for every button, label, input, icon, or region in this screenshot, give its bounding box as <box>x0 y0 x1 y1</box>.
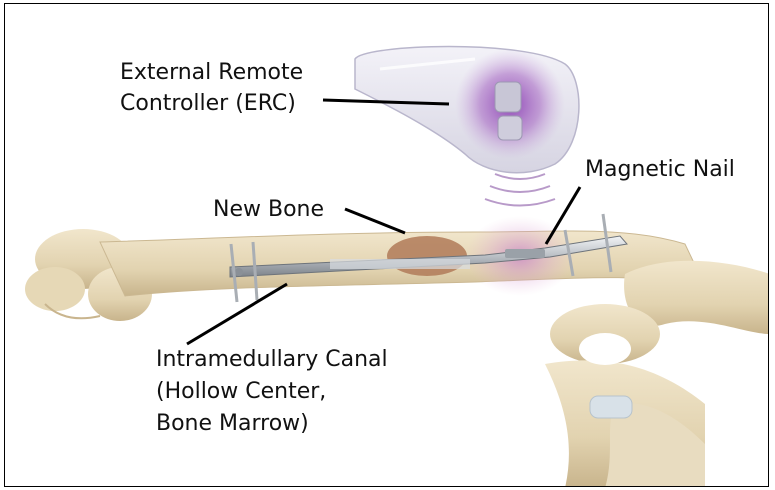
erc-label-line2: Controller (ERC) <box>120 88 296 119</box>
new-bone-leader-line <box>345 209 405 233</box>
canal-label-line1: Intramedullary Canal <box>156 344 388 375</box>
magnetic-nail-label: Magnetic Nail <box>585 154 735 185</box>
canal-label-line2: (Hollow Center, <box>156 376 326 407</box>
erc-label-line1: External Remote <box>120 57 303 88</box>
magnetic-wave-icon <box>485 174 555 206</box>
diagram-frame: External Remote Controller (ERC) Magneti… <box>4 3 769 487</box>
pelvis <box>545 261 769 487</box>
new-bone-label: New Bone <box>213 194 324 225</box>
remote-controller-icon <box>355 47 579 173</box>
canal-label-line3: Bone Marrow) <box>156 408 309 439</box>
